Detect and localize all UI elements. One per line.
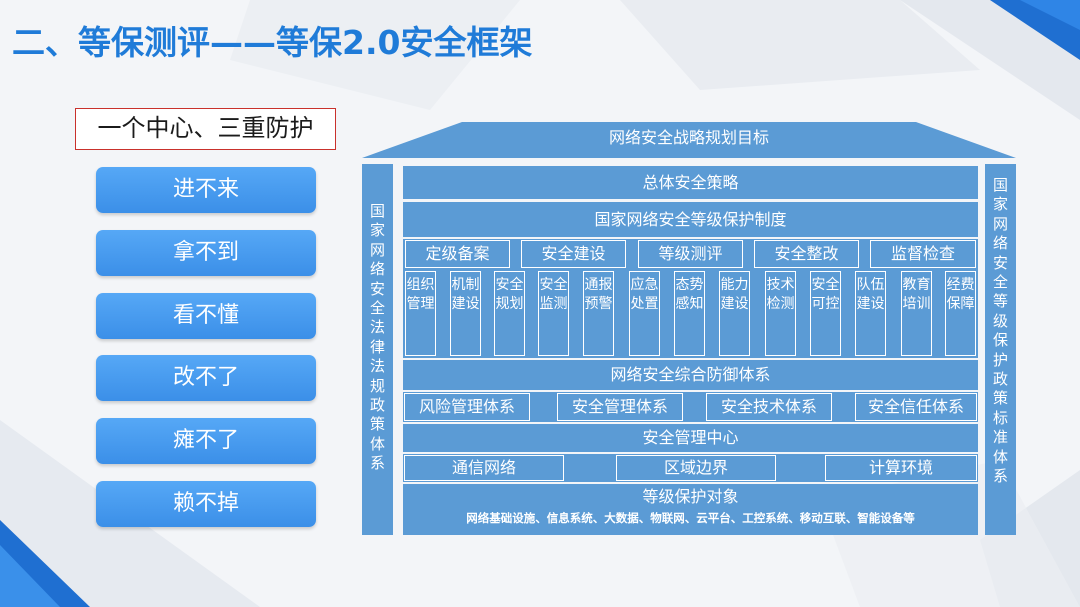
measure-training: 教育培训 bbox=[901, 271, 932, 356]
measure-situational: 态势感知 bbox=[674, 271, 705, 356]
security-management-system: 安全管理体系 bbox=[557, 393, 683, 421]
measure-funding: 经费保障 bbox=[945, 271, 976, 356]
measure-warning: 通报预警 bbox=[583, 271, 614, 356]
goal-button-2: 拿不到 bbox=[96, 230, 316, 276]
protected-object-title: 等级保护对象 bbox=[642, 487, 739, 506]
goal-button-6: 赖不掉 bbox=[96, 481, 316, 527]
goal-button-4: 改不了 bbox=[96, 355, 316, 401]
defense-system-bar: 网络安全综合防御体系 bbox=[403, 360, 978, 390]
measure-controllable: 安全可控 bbox=[810, 271, 841, 356]
process-rectification: 安全整改 bbox=[754, 240, 859, 268]
layer-communication-network: 通信网络 bbox=[404, 455, 564, 481]
overall-policy-bar: 总体安全策略 bbox=[403, 166, 978, 199]
goal-button-5: 瘫不了 bbox=[96, 418, 316, 464]
goal-button-3: 看不懂 bbox=[96, 293, 316, 339]
measure-mechanism: 机制建设 bbox=[450, 271, 481, 356]
measure-planning: 安全规划 bbox=[494, 271, 525, 356]
measure-capacity: 能力建设 bbox=[719, 271, 750, 356]
goal-button-1: 进不来 bbox=[96, 167, 316, 213]
measure-emergency: 应急处置 bbox=[629, 271, 660, 356]
measure-tech-testing: 技术检测 bbox=[765, 271, 796, 356]
measure-team: 队伍建设 bbox=[855, 271, 886, 356]
process-supervision: 监督检查 bbox=[870, 240, 976, 268]
subtitle-box: 一个中心、三重防护 bbox=[75, 108, 336, 150]
risk-management-system: 风险管理体系 bbox=[404, 393, 530, 421]
strategy-goal-label: 网络安全战略规划目标 bbox=[608, 128, 769, 147]
process-building: 安全建设 bbox=[521, 240, 626, 268]
law-policy-pillar-label: 国家网络安全法律法规政策体系 bbox=[369, 202, 385, 473]
management-center-bar: 安全管理中心 bbox=[403, 424, 978, 452]
measure-monitoring: 安全监测 bbox=[538, 271, 569, 356]
layer-area-boundary: 区域边界 bbox=[616, 455, 776, 481]
process-grading: 定级备案 bbox=[405, 240, 510, 268]
security-technology-system: 安全技术体系 bbox=[706, 393, 832, 421]
roof-shape bbox=[362, 122, 1016, 158]
process-testing: 等级测评 bbox=[638, 240, 743, 268]
security-trust-system: 安全信任体系 bbox=[855, 393, 977, 421]
standard-pillar-label: 国家网络安全等级保护政策标准体系 bbox=[992, 176, 1008, 486]
protected-object-block: 等级保护对象 网络基础设施、信息系统、大数据、物联网、云平台、工控系统、移动互联… bbox=[403, 484, 978, 535]
standard-pillar: 国家网络安全等级保护政策标准体系 bbox=[985, 164, 1016, 535]
protected-object-detail: 网络基础设施、信息系统、大数据、物联网、云平台、工控系统、移动互联、智能设备等 bbox=[466, 511, 915, 525]
measure-org-management: 组织管理 bbox=[405, 271, 436, 356]
law-policy-pillar: 国家网络安全法律法规政策体系 bbox=[362, 164, 393, 535]
page-title: 二、等保测评——等保2.0安全框架 bbox=[12, 23, 533, 62]
protection-system-bar: 国家网络安全等级保护制度 bbox=[403, 202, 978, 237]
layer-computing-environment: 计算环境 bbox=[825, 455, 977, 481]
